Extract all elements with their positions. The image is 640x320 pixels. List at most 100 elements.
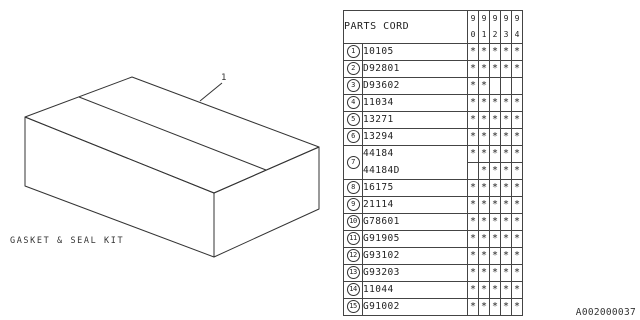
applicability-mark: * bbox=[489, 196, 501, 214]
applicability-mark: * bbox=[500, 298, 512, 316]
applicability-mark: * bbox=[478, 298, 490, 316]
applicability-mark: * bbox=[489, 230, 501, 248]
applicability-mark: * bbox=[467, 298, 479, 316]
applicability-mark: * bbox=[489, 111, 501, 129]
applicability-mark: * bbox=[467, 230, 479, 248]
applicability-mark: * bbox=[478, 60, 490, 78]
applicability-mark: * bbox=[467, 128, 479, 146]
applicability-mark: * bbox=[478, 281, 490, 299]
applicability-mark: * bbox=[500, 213, 512, 231]
item-number-cell: 10 bbox=[343, 213, 363, 231]
item-number-cell: 1 bbox=[343, 43, 363, 61]
part-code-cell: D93602 bbox=[362, 77, 468, 95]
item-number-badge: 14 bbox=[346, 283, 360, 296]
item-number-badge: 6 bbox=[346, 130, 360, 143]
applicability-mark: * bbox=[489, 247, 501, 265]
applicability-mark: * bbox=[489, 60, 501, 78]
part-code-cell: 21114 bbox=[362, 196, 468, 214]
applicability-mark: * bbox=[511, 247, 523, 265]
applicability-mark: * bbox=[500, 247, 512, 265]
part-code-cell: 13271 bbox=[362, 111, 468, 129]
applicability-mark: * bbox=[467, 111, 479, 129]
part-code-cell: G91002 bbox=[362, 298, 468, 316]
item-number-cell: 11 bbox=[343, 230, 363, 248]
applicability-mark: * bbox=[478, 145, 490, 163]
applicability-mark: * bbox=[478, 111, 490, 129]
applicability-mark: * bbox=[478, 196, 490, 214]
applicability-mark: * bbox=[500, 128, 512, 146]
applicability-mark: * bbox=[500, 94, 512, 112]
gasket-kit-box-drawing: 1 bbox=[24, 73, 320, 258]
applicability-mark: * bbox=[511, 230, 523, 248]
item-number-cell: 5 bbox=[343, 111, 363, 129]
parts-table-title: PARTS CORD bbox=[343, 10, 468, 44]
item-number-badge: 1 bbox=[346, 45, 360, 58]
applicability-mark: * bbox=[489, 162, 501, 180]
applicability-mark: * bbox=[489, 298, 501, 316]
item-number-cell: 4 bbox=[343, 94, 363, 112]
drawing-code: A002000037 bbox=[575, 307, 636, 318]
item-number-badge: 8 bbox=[346, 181, 360, 194]
applicability-mark: * bbox=[500, 111, 512, 129]
applicability-mark: * bbox=[511, 298, 523, 316]
item-number-cell: 3 bbox=[343, 77, 363, 95]
applicability-mark: * bbox=[478, 213, 490, 231]
part-code-cell: 11044 bbox=[362, 281, 468, 299]
part-code-cell: G93203 bbox=[362, 264, 468, 282]
applicability-mark: * bbox=[511, 281, 523, 299]
applicability-mark: * bbox=[489, 43, 501, 61]
applicability-mark: * bbox=[511, 128, 523, 146]
applicability-mark: * bbox=[511, 264, 523, 282]
applicability-mark: * bbox=[500, 162, 512, 180]
applicability-mark: * bbox=[478, 247, 490, 265]
applicability-mark: * bbox=[500, 230, 512, 248]
applicability-mark: * bbox=[478, 94, 490, 112]
applicability-mark: * bbox=[489, 264, 501, 282]
applicability-mark: * bbox=[478, 128, 490, 146]
applicability-mark: * bbox=[467, 77, 479, 95]
applicability-mark: * bbox=[511, 213, 523, 231]
part-code-cell: 16175 bbox=[362, 179, 468, 197]
applicability-mark: * bbox=[511, 94, 523, 112]
kit-label: GASKET & SEAL KIT bbox=[10, 236, 125, 246]
applicability-mark: * bbox=[467, 94, 479, 112]
item-number-badge: 11 bbox=[346, 232, 360, 245]
applicability-mark: * bbox=[467, 264, 479, 282]
item-number-badge: 2 bbox=[346, 62, 360, 75]
applicability-mark: * bbox=[467, 196, 479, 214]
item-number-badge: 10 bbox=[346, 215, 360, 228]
item-number-badge: 12 bbox=[346, 249, 360, 262]
part-code-cell: 10105 bbox=[362, 43, 468, 61]
callout-number: 1 bbox=[221, 73, 226, 83]
item-number-badge: 5 bbox=[346, 113, 360, 126]
applicability-mark: * bbox=[467, 247, 479, 265]
applicability-mark: * bbox=[489, 145, 501, 163]
callout-leader-line bbox=[199, 82, 223, 102]
applicability-mark: * bbox=[500, 196, 512, 214]
item-number-cell: 6 bbox=[343, 128, 363, 146]
applicability-mark: * bbox=[489, 94, 501, 112]
applicability-mark bbox=[500, 77, 512, 95]
applicability-mark: * bbox=[511, 162, 523, 180]
applicability-mark: * bbox=[478, 162, 490, 180]
box-lid-line bbox=[78, 96, 267, 171]
part-code-cell: 13294 bbox=[362, 128, 468, 146]
part-code-cell: G78601 bbox=[362, 213, 468, 231]
applicability-mark bbox=[511, 77, 523, 95]
applicability-mark: * bbox=[467, 281, 479, 299]
